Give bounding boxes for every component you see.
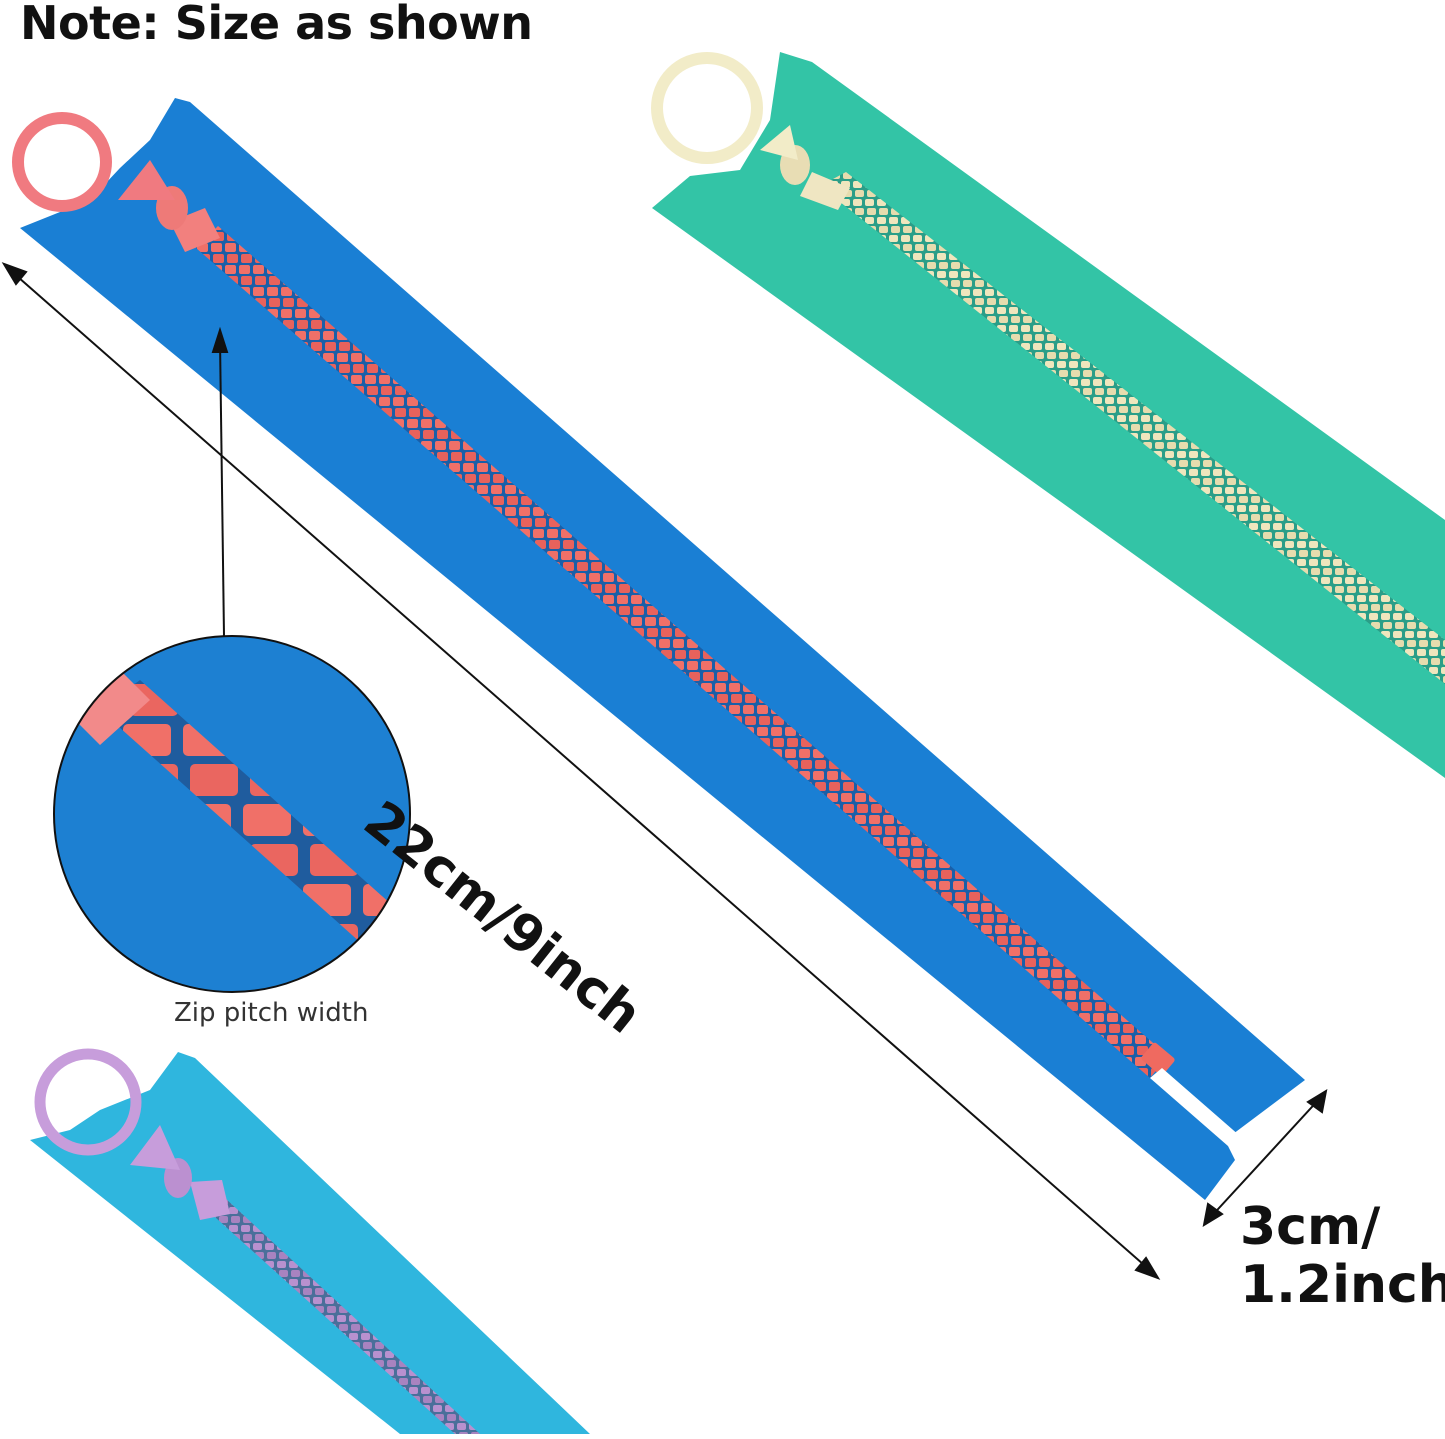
arrowhead-icon [211, 326, 229, 353]
turquoise-zipper-slider [34, 1048, 230, 1220]
blue-zipper-stop [1141, 1042, 1175, 1076]
green-zipper [651, 52, 1445, 778]
magnifier [53, 635, 411, 993]
magnified-teeth [100, 680, 410, 960]
pitch-pointer [211, 326, 229, 637]
magnifier-caption: Zip pitch width [174, 998, 369, 1028]
width-arrow [1202, 1088, 1328, 1228]
width-label: 3cm/ 1.2inch [1240, 1198, 1445, 1314]
turquoise-zipper [30, 1048, 590, 1434]
arrowhead-icon [1202, 1202, 1224, 1228]
blue-zipper-ring [12, 112, 112, 212]
length-arrow [1, 262, 1161, 1280]
size-note: Note: Size as shown [20, 0, 533, 50]
turquoise-zipper-ring [34, 1048, 142, 1156]
green-zipper-slider [651, 52, 850, 210]
width-label-cm: 3cm/ [1240, 1197, 1381, 1257]
green-zipper-teeth [820, 172, 1445, 684]
turquoise-zipper-teeth [205, 1198, 480, 1434]
width-label-inch: 1.2inch [1240, 1255, 1445, 1315]
magnified-slider [70, 670, 150, 745]
magnifier-border [53, 635, 411, 993]
blue-zipper-split [1150, 1068, 1240, 1146]
arrowhead-icon [1134, 1256, 1161, 1280]
arrowhead-icon [1, 262, 28, 286]
blue-zipper-teeth [196, 226, 1168, 1078]
arrowhead-icon [1306, 1088, 1328, 1114]
blue-zipper [12, 98, 1305, 1200]
turquoise-zipper-tape [30, 1052, 590, 1434]
green-zipper-tape [652, 52, 1445, 778]
green-zipper-ring [651, 52, 763, 164]
blue-zipper-slider [12, 112, 220, 252]
